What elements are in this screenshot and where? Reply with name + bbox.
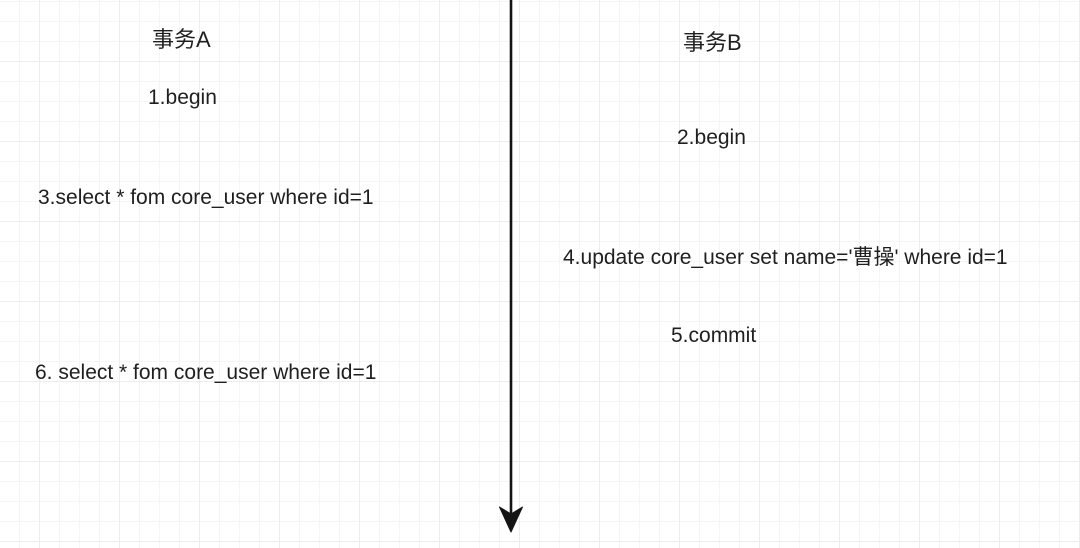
step-5-commit: 5.commit (671, 324, 757, 347)
step-3-select: 3.select * fom core_user where id=1 (38, 186, 374, 209)
step-2-begin: 2.begin (677, 126, 746, 149)
transaction-a-title: 事务A (152, 27, 211, 52)
transaction-b-title: 事务B (683, 30, 742, 55)
step-4-update: 4.update core_user set name='曹操' where i… (563, 246, 1008, 269)
step-1-begin: 1.begin (148, 86, 217, 109)
step-6-select: 6. select * fom core_user where id=1 (35, 361, 377, 384)
